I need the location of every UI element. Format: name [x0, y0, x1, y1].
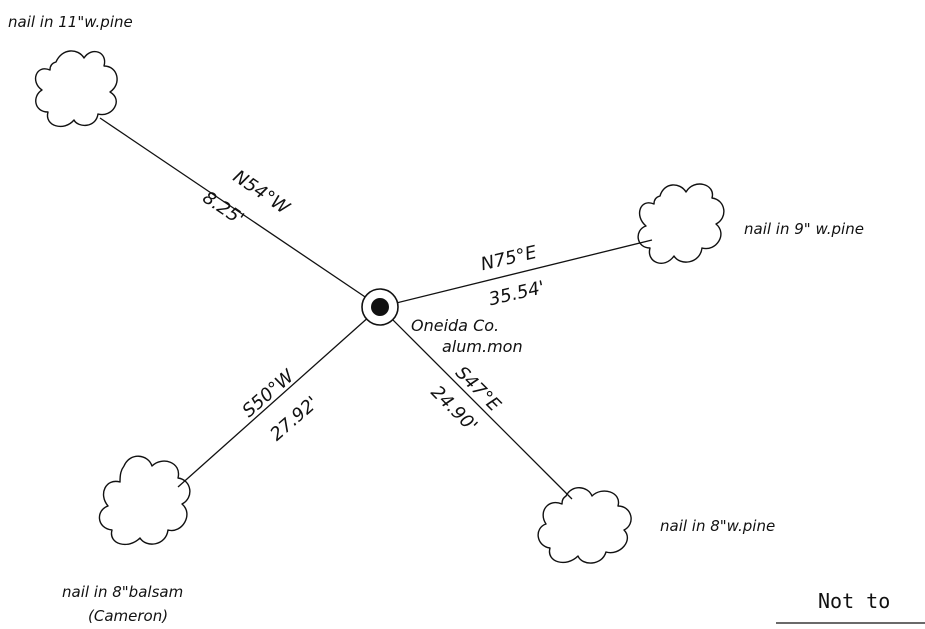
monument-icon [371, 298, 389, 316]
scale-note: Not to [818, 589, 890, 613]
tree-nw-icon [34, 50, 118, 128]
distance-nw: 8.25' [199, 187, 248, 230]
tree-label-nw: nail in 11"w.pine [8, 13, 133, 31]
tree-label-sw-line2: (Cameron) [88, 607, 168, 625]
tie-line-sw [177, 306, 381, 488]
monument-label-line2: alum.mon [442, 337, 523, 356]
tree-se-icon [537, 487, 632, 564]
tree-sw-icon [98, 455, 191, 546]
tree-ne-icon [637, 183, 725, 265]
tree-label-se: nail in 8"w.pine [660, 517, 775, 535]
tie-line-se [379, 306, 573, 500]
distance-ne: 35.54' [487, 277, 547, 310]
tie-line-nw [99, 117, 381, 308]
tree-label-sw: nail in 8"balsam [62, 583, 183, 601]
monument-label-line1: Oneida Co. [411, 316, 499, 335]
tree-label-ne: nail in 9" w.pine [744, 220, 864, 238]
tie-line-ne [379, 239, 653, 308]
